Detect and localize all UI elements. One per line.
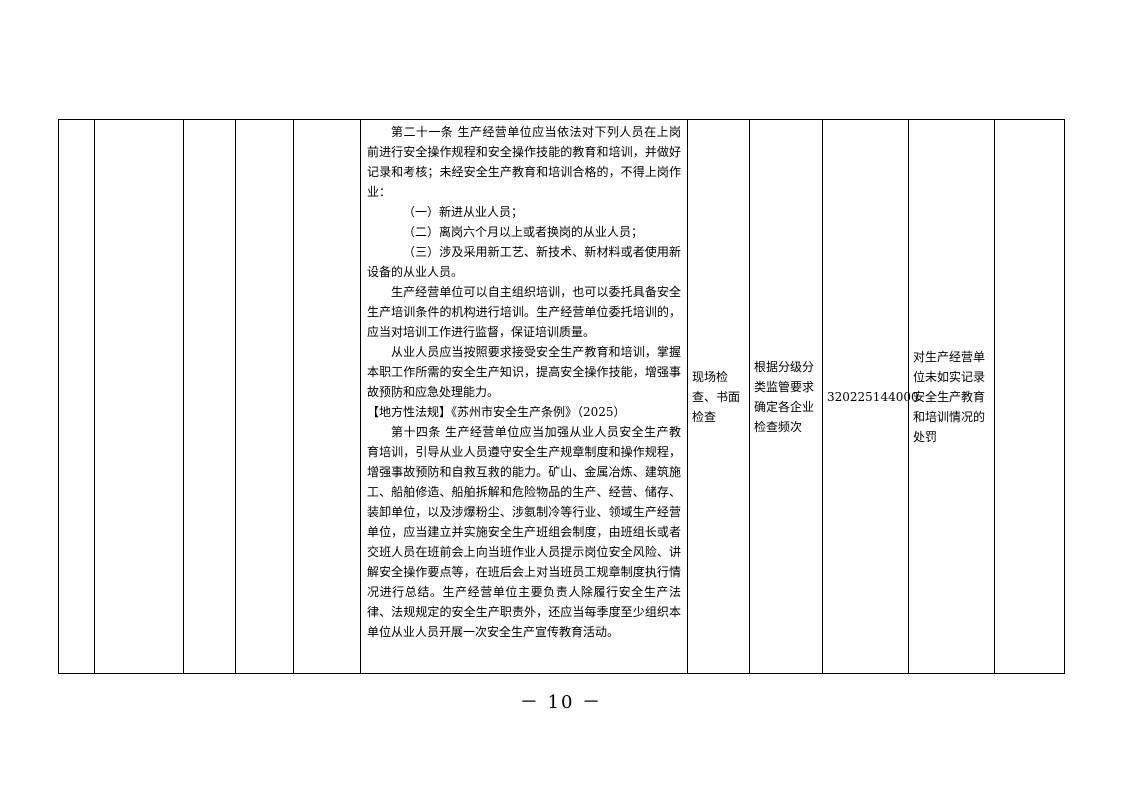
inspection-frequency-cell: 根据分级分类监管要求确定各企业检查频次	[749, 119, 823, 674]
page-number: － 10 －	[519, 692, 603, 713]
empty-cell-4	[235, 119, 294, 674]
article-21-para-2: 生产经营单位可以自主组织培训，也可以委托具备安全生产培训条件的机构进行培训。生产…	[367, 285, 681, 339]
table-row: 第二十一条 生产经营单位应当依法对下列人员在上岗前进行安全操作规程和安全操作技能…	[58, 119, 1065, 674]
article-21-para-3: 从业人员应当按照要求接受安全生产教育和培训，掌握本职工作所需的安全生产知识，提高…	[367, 345, 681, 399]
penalty-matter-cell: 对生产经营单位未如实记录安全生产教育和培训情况的处罚	[908, 119, 995, 674]
empty-cell-5	[293, 119, 361, 674]
inspection-method-cell: 现场检查、书面检查	[687, 119, 750, 674]
article-21-item-2: （二）离岗六个月以上或者换岗的从业人员；	[403, 225, 644, 239]
regulation-table: 第二十一条 生产经营单位应当依法对下列人员在上岗前进行安全操作规程和安全操作技能…	[58, 119, 1065, 674]
article-21-item-3: （三）涉及采用新工艺、新技术、新材料或者使用新设备的从业人员。	[367, 245, 681, 279]
legal-basis-cell: 第二十一条 生产经营单位应当依法对下列人员在上岗前进行安全操作规程和安全操作技能…	[360, 119, 688, 674]
empty-cell-1	[58, 119, 95, 674]
empty-cell-last	[994, 119, 1065, 674]
article-21-text: 第二十一条 生产经营单位应当依法对下列人员在上岗前进行安全操作规程和安全操作技能…	[367, 125, 681, 199]
item-code-cell: 320225144000	[822, 119, 919, 674]
local-regulation-heading: 【地方性法规】《苏州市安全生产条例》（2025）	[367, 405, 626, 419]
empty-cell-2	[94, 119, 184, 674]
empty-cell-3	[183, 119, 236, 674]
article-14-text: 第十四条 生产经营单位应当加强从业人员安全生产教育培训，引导从业人员遵守安全生产…	[367, 425, 681, 639]
article-21-item-1: （一）新进从业人员；	[403, 205, 524, 219]
